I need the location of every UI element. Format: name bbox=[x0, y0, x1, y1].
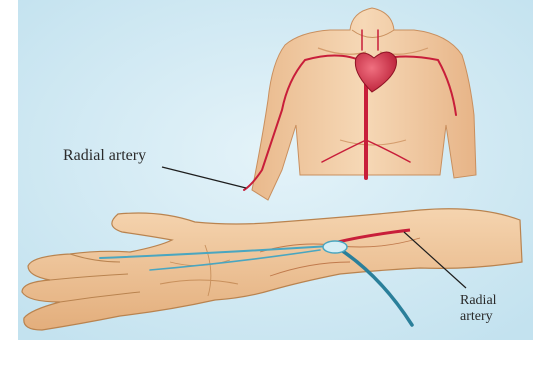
radial-artery-label-top: Radial artery bbox=[63, 147, 146, 165]
radial-artery-label-bottom: Radial artery bbox=[460, 293, 533, 325]
radial-artery-label-line2: artery bbox=[460, 309, 533, 325]
radial-artery-label-line1: Radial bbox=[460, 293, 533, 309]
